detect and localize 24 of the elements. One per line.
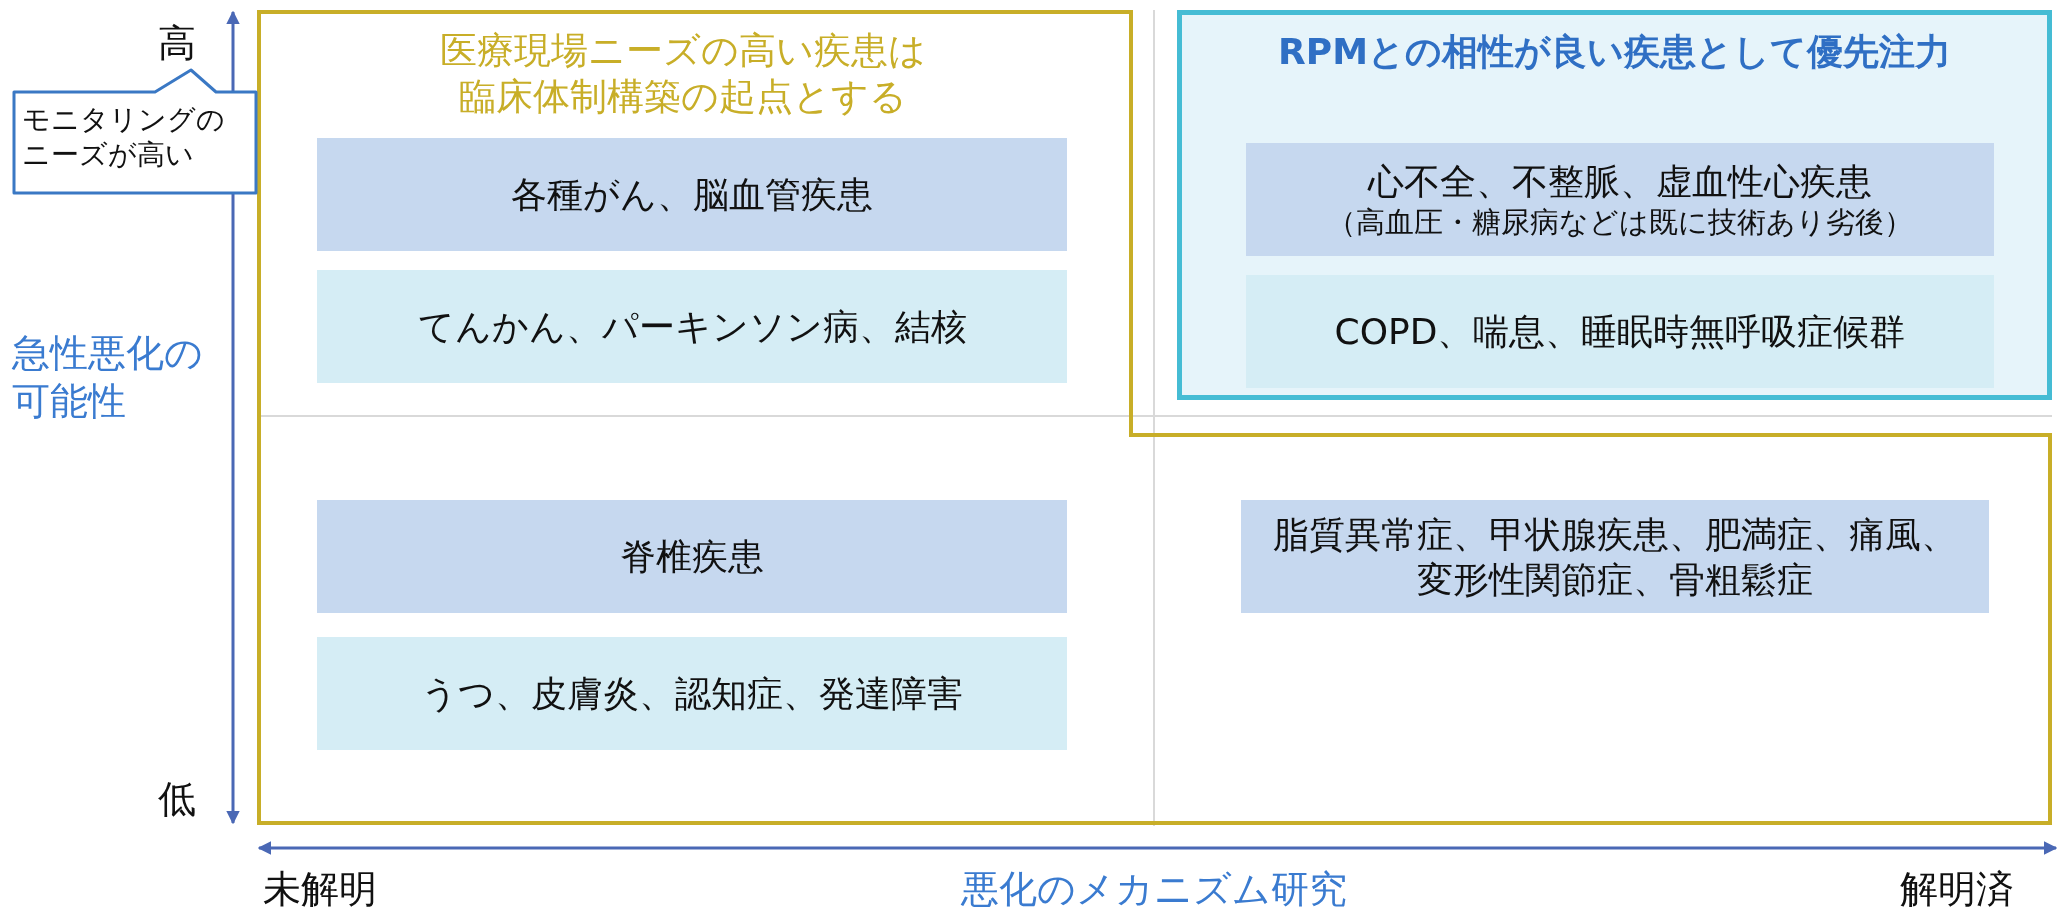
priority-region: [1177, 10, 2052, 400]
disease-list: 各種がん、脳血管疾患: [511, 172, 873, 217]
disease-list: 心不全、不整脈、虚血性心疾患: [1368, 158, 1872, 204]
note-text: （高血圧・糖尿病などは既に技術あり劣後）: [1327, 203, 1913, 241]
disease-list: 脂質異常症、甲状腺疾患、肥満症、痛風、変形性関節症、骨粗鬆症: [1267, 511, 1963, 602]
axis-end-label: 高: [158, 20, 196, 67]
disease-box: [1246, 143, 1994, 256]
disease-box: [1241, 500, 1989, 613]
axis-end-label: 低: [158, 776, 196, 823]
disease-box: [317, 138, 1067, 251]
disease-list: うつ、皮膚炎、認知症、発達障害: [421, 671, 963, 716]
disease-list: COPD、喘息、睡眠時無呼吸症候群: [1272, 309, 1968, 354]
axis-end-label: 解明済: [1900, 866, 2014, 913]
axis-end-label: 未解明: [263, 866, 377, 913]
axis-title: 急性悪化の可能性: [12, 330, 204, 425]
region-title: RPMとの相性が良い疾患として優先注力: [1277, 30, 1952, 74]
callout-text: モニタリングのニーズが高い: [22, 102, 226, 172]
disease-box: [317, 500, 1067, 613]
disease-box: [317, 270, 1067, 383]
disease-box: [317, 637, 1067, 750]
region-title: 医療現場ニーズの高い疾患は臨床体制構築の起点とする: [439, 28, 928, 121]
disease-list: てんかん、パーキンソン病、結核: [417, 304, 967, 349]
disease-list: 脊椎疾患: [620, 534, 764, 579]
axis-title: 悪化のメカニズム研究: [961, 866, 1347, 913]
